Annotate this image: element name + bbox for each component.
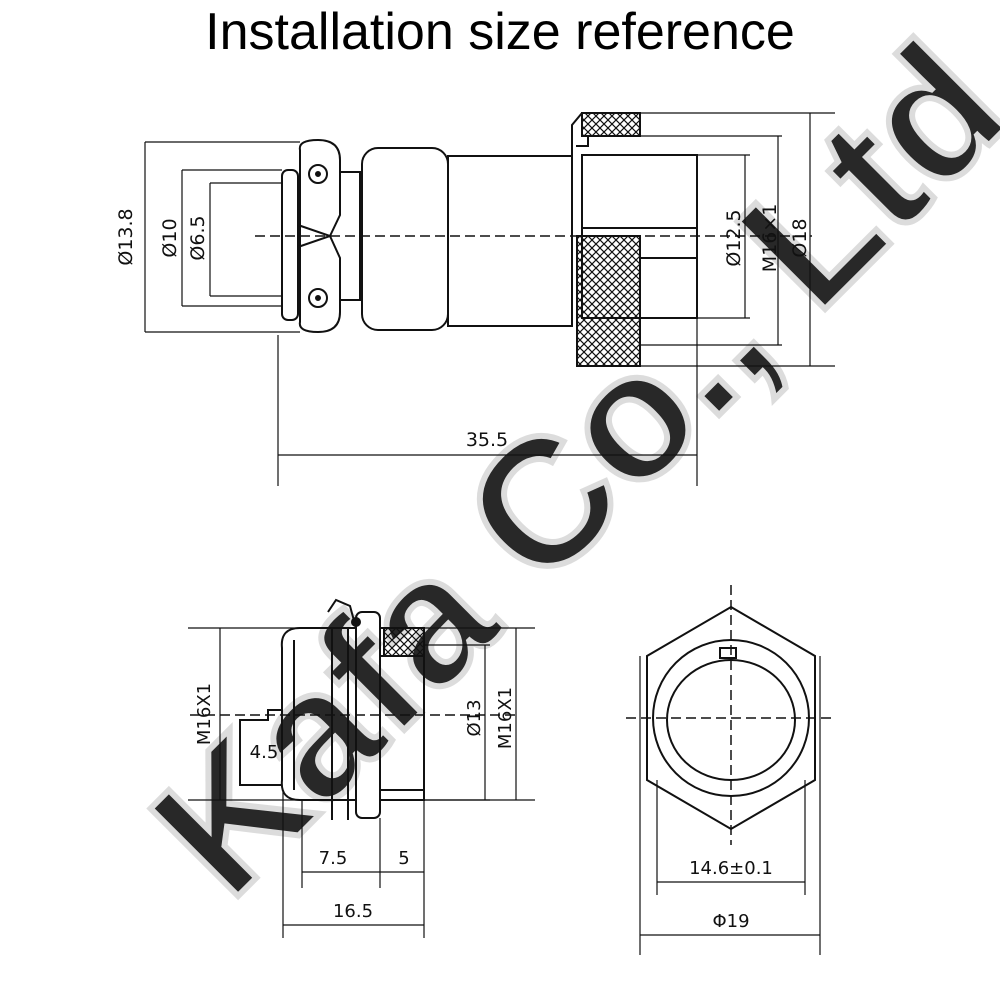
dim-d13: Ø13 xyxy=(464,699,485,736)
dim-length-35-5: 35.5 xyxy=(466,429,508,451)
dim-d18: Ø18 xyxy=(789,218,811,257)
dim-7-5: 7.5 xyxy=(319,848,348,869)
top-knurl xyxy=(576,235,641,367)
top-view-dimensions xyxy=(144,112,835,486)
top-screw-lower xyxy=(308,288,328,308)
top-view xyxy=(255,112,812,367)
dim-pin-4-5: 4.5 xyxy=(250,742,279,763)
side-view-labels: M16X1 Ø13 M16X1 4.5 7.5 5 16.5 xyxy=(194,683,516,922)
front-view-labels: 14.6±0.1 Φ19 xyxy=(689,858,773,932)
top-flange xyxy=(281,169,299,321)
top-view-labels: Ø13.8 Ø10 Ø6.5 Ø12.5 M16×1 Ø18 35.5 xyxy=(115,204,811,451)
top-screw-upper xyxy=(308,164,328,184)
side-view xyxy=(190,598,520,820)
dim-across-corners: Φ19 xyxy=(712,911,749,932)
dim-d13-8: Ø13.8 xyxy=(115,208,137,265)
side-pin xyxy=(239,709,282,786)
dim-m16-left: M16X1 xyxy=(194,683,215,745)
dim-m16: M16×1 xyxy=(759,204,781,273)
watermark-text: Kafa Co., Ltd. xyxy=(115,0,1000,932)
top-rear-collar xyxy=(361,147,449,331)
front-view-dimensions xyxy=(639,656,821,955)
front-key-notch xyxy=(719,647,737,659)
side-nut xyxy=(327,598,357,629)
dim-d10: Ø10 xyxy=(159,218,181,257)
dim-16-5: 16.5 xyxy=(333,901,373,922)
watermark: Kafa Co., Ltd. xyxy=(112,0,1000,935)
page-title: Installation size reference xyxy=(205,3,795,61)
side-seal-dot xyxy=(351,617,361,627)
front-view xyxy=(626,585,836,845)
dim-across-flats: 14.6±0.1 xyxy=(689,858,773,879)
top-front-barrel xyxy=(581,154,698,319)
top-flange-ears xyxy=(298,138,341,334)
side-view-dimensions xyxy=(188,627,535,938)
top-body xyxy=(447,155,573,327)
dim-d12-5: Ø12.5 xyxy=(723,209,745,266)
side-knurl xyxy=(383,627,425,657)
dim-d6-5: Ø6.5 xyxy=(187,215,209,260)
dim-m16-right: M16X1 xyxy=(495,687,516,749)
dim-5: 5 xyxy=(398,848,409,869)
